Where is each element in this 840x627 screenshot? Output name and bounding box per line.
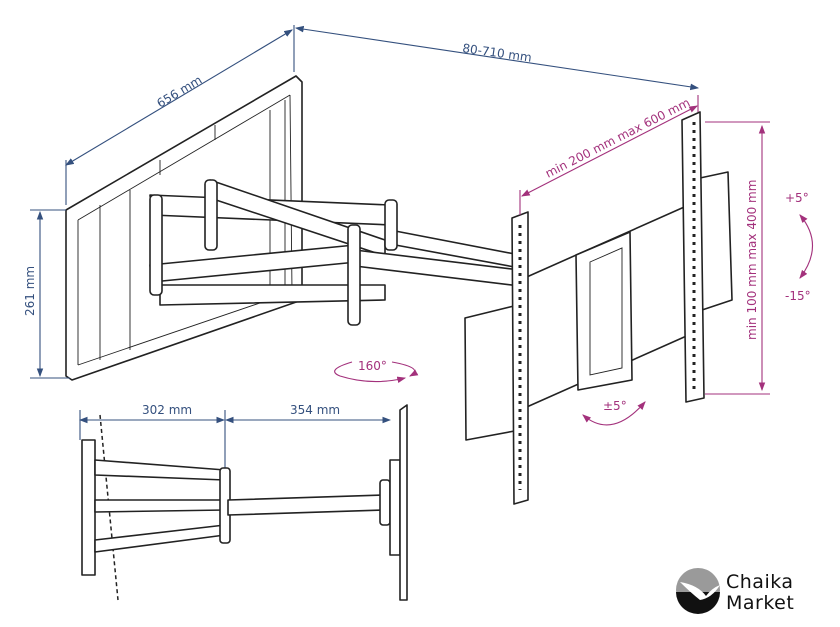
dimension-261: 261 mm [23,209,70,379]
dimension-side: 302 mm 354 mm [78,403,392,470]
level-label: ±5° [603,399,627,413]
vesa-vertical-label: min 100 mm max 400 mm [745,180,759,340]
tilt-up-label: +5° [785,191,809,205]
tilt-down-label: -15° [785,289,811,303]
articulating-arms [149,179,521,326]
dim-302-label: 302 mm [142,403,192,417]
tv-bracket [464,111,733,505]
dim-656-label: 656 mm [154,73,204,111]
swivel-label: 160° [358,359,387,373]
wall-plate [65,75,303,381]
vesa-vertical: min 100 mm max 400 mm [705,121,770,395]
tilt-indicator: +5° -15° [785,191,813,303]
dim-extension-label: 80-710 mm [462,41,533,65]
dim-354-label: 354 mm [290,403,340,417]
dim-261-label: 261 mm [23,266,37,316]
vesa-horizontal: min 200 mm max 600 mm [519,95,699,215]
side-view [81,404,408,601]
level-indicator: ±5° [582,399,646,426]
dimension-80-710: 80-710 mm [294,25,700,91]
swivel-indicator: 160° [334,359,419,384]
logo-line1: Chaika [726,571,794,593]
vesa-horizontal-label: min 200 mm max 600 mm [543,95,692,180]
chaika-market-logo: Chaika Market [676,568,794,614]
logo-line2: Market [726,592,794,614]
